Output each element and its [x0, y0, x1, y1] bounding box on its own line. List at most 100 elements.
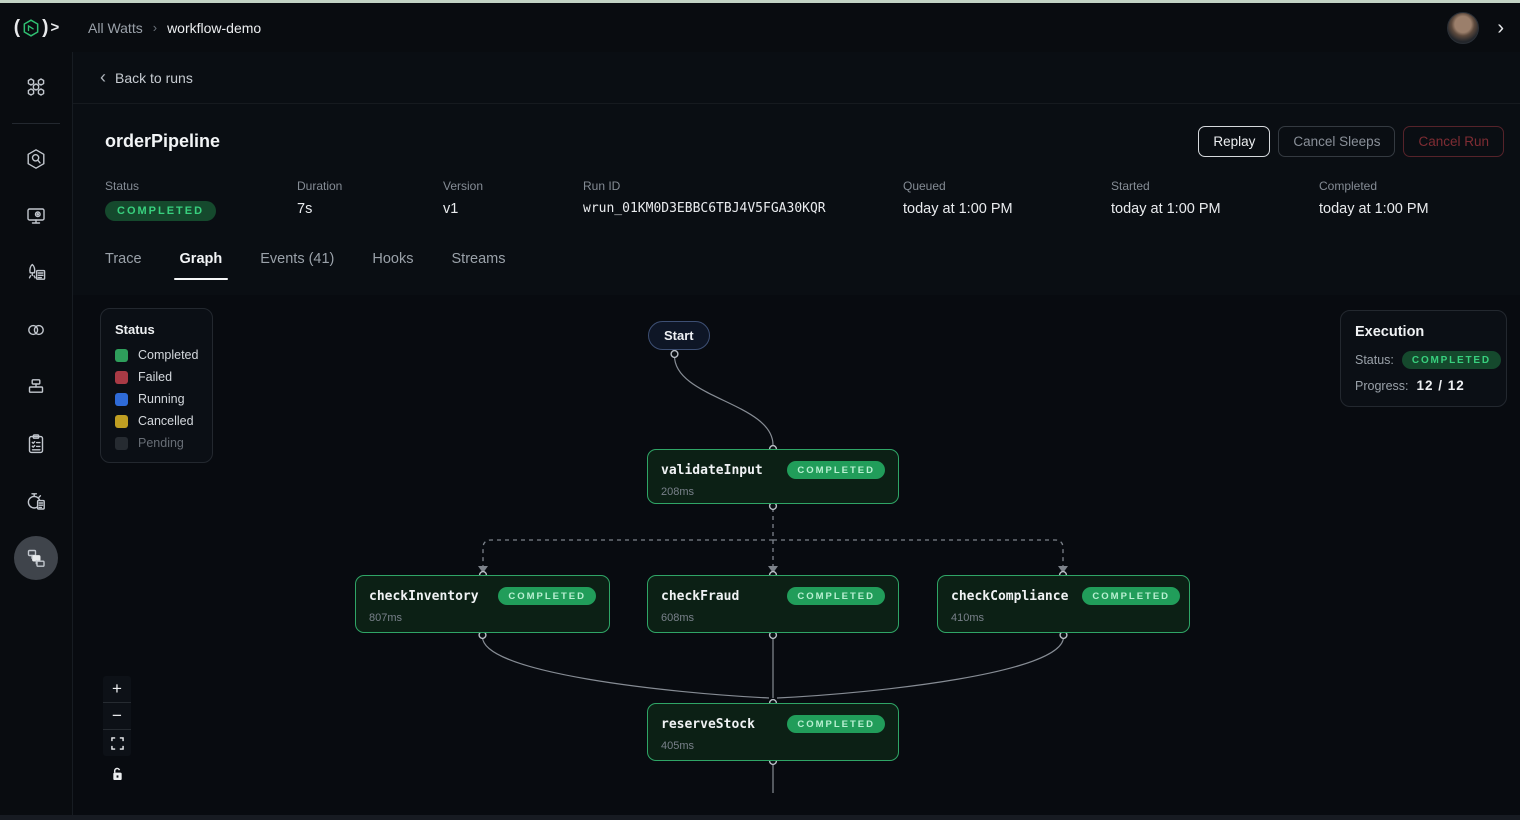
start-node-label: Start [664, 328, 694, 343]
execution-status-badge: COMPLETED [1401, 351, 1501, 369]
graph-node-reserveStock[interactable]: reserveStock COMPLETED 405ms [647, 703, 899, 761]
tab-bar: Trace Graph Events (41) Hooks Streams [73, 251, 1520, 280]
graph-node-start[interactable]: Start [648, 321, 710, 350]
app-logo[interactable]: ( ) > [0, 17, 73, 39]
meta-queued-label: Queued [903, 179, 946, 193]
user-avatar[interactable] [1447, 11, 1480, 44]
meta-duration-value: 7s [297, 201, 313, 217]
meta-status-label: Status [105, 179, 140, 193]
meta-version-value: v1 [443, 201, 459, 217]
window-bottom-edge [0, 815, 1520, 820]
meta-version: Version v1 [443, 179, 583, 221]
breadcrumb-root[interactable]: All Watts [88, 19, 143, 36]
node-status-badge: COMPLETED [498, 587, 596, 605]
zoom-out-button[interactable]: − [112, 706, 122, 725]
meta-started: Started today at 1:00 PM [1111, 179, 1319, 221]
node-duration: 405ms [661, 740, 695, 752]
meta-duration-label: Duration [297, 179, 343, 193]
legend-item-completed: Completed [115, 348, 198, 362]
topbar: ( ) > All Watts › workflow-demo › [0, 3, 1520, 52]
execution-title: Execution [1355, 324, 1425, 340]
completed-swatch [115, 348, 128, 362]
node-name: reserveStock [661, 716, 755, 732]
sidebar-item-hexagon-search[interactable] [14, 137, 58, 181]
graph-node-checkCompliance[interactable]: checkCompliance COMPLETED 410ms [937, 575, 1190, 633]
clipboard-check-icon [28, 434, 44, 454]
execution-status-label: Status: [1355, 353, 1394, 367]
fit-view-button[interactable] [103, 730, 131, 756]
meta-queued: Queued today at 1:00 PM [903, 179, 1111, 221]
sidebar-item-double-rings[interactable] [14, 308, 58, 352]
node-name: checkInventory [369, 588, 479, 604]
meta-completed-label: Completed [1319, 179, 1378, 193]
running-swatch [115, 392, 128, 406]
sidebar-item-clipboard-check[interactable] [14, 422, 58, 466]
rocket-list-icon [28, 263, 46, 280]
main-content: ‹ Back to runs orderPipeline Replay Canc… [73, 52, 1520, 815]
node-name: validateInput [661, 462, 763, 478]
tab-hooks[interactable]: Hooks [372, 251, 414, 267]
cancel-run-button[interactable]: Cancel Run [1403, 126, 1504, 157]
pending-swatch [115, 436, 128, 450]
tab-graph[interactable]: Graph [173, 251, 228, 280]
chevron-right-icon[interactable]: › [1497, 16, 1504, 39]
sidebar-item-server-stack[interactable] [14, 365, 58, 409]
logo-paren-close: ) [42, 16, 49, 38]
graph-node-validateInput[interactable]: validateInput COMPLETED 208ms [647, 449, 899, 504]
legend-item-pending: Pending [115, 436, 198, 450]
zoom-in-button[interactable]: + [112, 679, 122, 698]
breadcrumb: All Watts › workflow-demo [88, 20, 261, 36]
sidebar-item-rocket-list[interactable] [14, 251, 58, 295]
sidebar-item-hexagon-grid[interactable] [14, 65, 58, 109]
controls-divider [103, 702, 131, 703]
lock-button[interactable] [103, 761, 131, 787]
stopwatch-doc-icon [27, 493, 45, 510]
node-status-badge: COMPLETED [787, 715, 885, 733]
back-to-runs-label: Back to runs [115, 69, 193, 86]
node-name: checkCompliance [951, 588, 1069, 604]
hexagon-search-icon [27, 149, 45, 169]
graph-node-checkInventory[interactable]: checkInventory COMPLETED 807ms [355, 575, 610, 633]
server-stack-icon [28, 379, 44, 393]
workflow-graph-canvas[interactable]: Start validateInput COMPLETED 208ms chec… [73, 295, 1520, 815]
meta-started-value: today at 1:00 PM [1111, 201, 1221, 217]
sidebar-divider [12, 123, 60, 124]
legend-item-cancelled: Cancelled [115, 414, 198, 428]
double-rings-icon [28, 324, 44, 336]
sidebar-item-stopwatch-doc[interactable] [14, 479, 58, 523]
node-name: checkFraud [661, 588, 740, 604]
failed-swatch [115, 370, 128, 384]
sidebar [0, 52, 73, 815]
sidebar-item-monitor-gear[interactable] [14, 194, 58, 238]
hexagon-logo-icon [23, 18, 39, 37]
logo-paren-open: ( [13, 16, 21, 38]
graph-node-checkFraud[interactable]: checkFraud COMPLETED 608ms [647, 575, 899, 633]
run-meta: Status COMPLETED Duration 7s Version v1 … [105, 179, 1504, 245]
node-duration: 608ms [661, 612, 695, 624]
hexagon-grid-icon [27, 78, 45, 96]
logo-caret: > [50, 19, 60, 36]
cancel-sleeps-button[interactable]: Cancel Sleeps [1278, 126, 1396, 157]
tab-streams[interactable]: Streams [451, 251, 506, 267]
replay-button[interactable]: Replay [1198, 126, 1271, 157]
meta-run-id-value: wrun_01KM0D3EBBC6TBJ4V5FGA30KQR [583, 201, 826, 216]
node-status-badge: COMPLETED [1082, 587, 1181, 605]
monitor-gear-icon [27, 208, 45, 224]
node-duration: 807ms [369, 612, 403, 624]
window-top-edge [0, 0, 1520, 3]
back-to-runs[interactable]: ‹ Back to runs [73, 52, 1520, 104]
status-legend-panel: Status Completed Failed Running Cancelle… [100, 308, 213, 463]
legend-item-running: Running [115, 392, 198, 406]
fit-view-icon [110, 736, 124, 750]
legend-title: Status [115, 322, 155, 337]
controls-divider [103, 729, 131, 730]
tab-events[interactable]: Events (41) [260, 251, 335, 267]
meta-completed: Completed today at 1:00 PM [1319, 179, 1429, 221]
breadcrumb-current: workflow-demo [167, 19, 262, 36]
graph-controls: + − [103, 676, 131, 787]
tab-trace[interactable]: Trace [105, 251, 142, 267]
execution-progress-value: 12 / 12 [1416, 378, 1465, 393]
sidebar-item-flowchart[interactable] [14, 536, 58, 580]
meta-completed-value: today at 1:00 PM [1319, 201, 1429, 217]
node-status-badge: COMPLETED [787, 587, 885, 605]
